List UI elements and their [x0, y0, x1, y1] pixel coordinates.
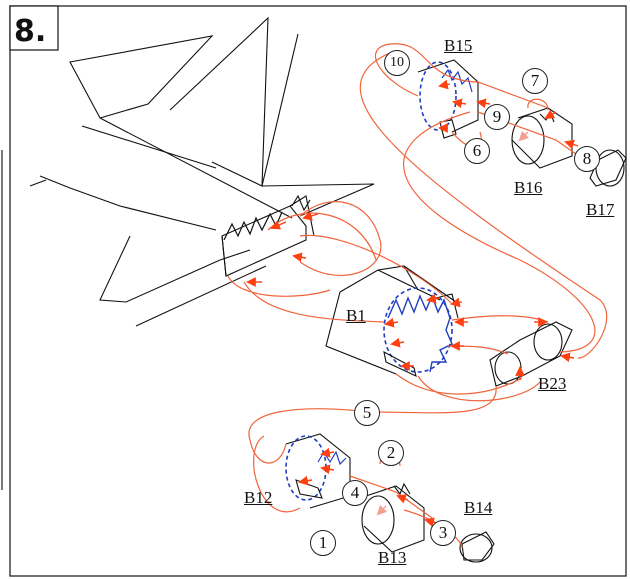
faded-arrows: [376, 130, 530, 516]
part-b15: [417, 59, 479, 139]
horizontal-stab-2: [219, 249, 251, 261]
path-10: [374, 43, 549, 109]
label-b12: B12: [244, 488, 273, 507]
path-b1-1: [299, 201, 382, 277]
page-border: [9, 5, 627, 577]
nozzle-frame: [221, 205, 307, 277]
nozzle-frame-2: [221, 235, 227, 277]
path-loop-big: [403, 111, 596, 353]
path-7: [527, 98, 549, 111]
stab-lower: [135, 265, 267, 327]
sequence-step-9: 9: [484, 104, 510, 130]
sequence-step-3: 3: [430, 520, 456, 546]
wing: [39, 175, 217, 231]
path-4: [349, 475, 433, 519]
wing-2: [29, 179, 47, 187]
sequence-step-7: 7: [522, 68, 548, 94]
label-b14: B14: [464, 498, 493, 517]
part-b14: [459, 531, 495, 563]
exhaust-teeth: [223, 211, 283, 241]
path-b23-2: [447, 345, 509, 355]
part-b16: [511, 107, 573, 169]
path-b1-5: [299, 234, 453, 305]
insertion-arrows: [246, 79, 579, 527]
fuselage-top-2: [81, 125, 217, 169]
label-b23: B23: [538, 374, 567, 393]
part-b13: [361, 482, 425, 553]
horizontal-stab: [99, 235, 221, 303]
aircraft-assembly: [29, 16, 375, 327]
path-5: [248, 385, 497, 464]
sequence-step-6: 6: [464, 138, 490, 164]
right-wing: [261, 183, 375, 217]
step-number: 8.: [14, 14, 47, 49]
path-b23-4: [417, 375, 541, 402]
assembly-paths: [227, 43, 608, 549]
title-box: [9, 5, 59, 51]
path-b23-1: [451, 315, 549, 323]
fuselage-top: [99, 117, 293, 219]
path-b1-3: [243, 281, 385, 323]
vertical-tail-2: [169, 16, 269, 187]
sequence-step-1: 1: [310, 530, 336, 556]
sequence-step-8: 8: [574, 146, 600, 172]
path-b1-4: [227, 275, 331, 297]
sequence-step-10: 10: [384, 50, 410, 76]
label-b13: B13: [378, 548, 407, 567]
part-b12: [285, 433, 351, 509]
path-b23-3: [395, 373, 523, 395]
vertical-tail-1: [69, 35, 214, 119]
nozzle-frame-3: [289, 195, 315, 237]
label-b17: B17: [586, 200, 615, 219]
sequence-step-4: 4: [342, 480, 368, 506]
label-b16: B16: [514, 178, 543, 197]
sequence-step-2: 2: [378, 440, 404, 466]
path-b12-loop: [253, 435, 301, 513]
path-b15-loop: [359, 51, 608, 359]
label-b15: B15: [444, 36, 473, 55]
label-b1: B1: [346, 306, 366, 325]
sequence-step-5: 5: [354, 400, 380, 426]
exhaust-teeth-2: [291, 194, 311, 212]
